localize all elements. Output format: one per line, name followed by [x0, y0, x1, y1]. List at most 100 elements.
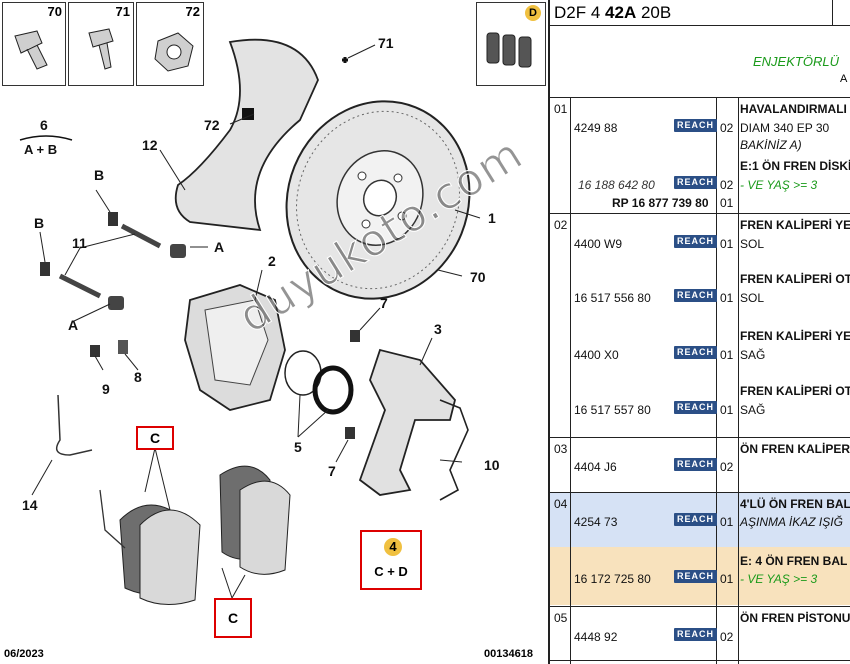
footer-date: 06/2023 — [4, 648, 44, 660]
callout-71: 71 — [378, 35, 394, 51]
wear-sensor[interactable] — [55, 394, 93, 456]
row-01-desc3: BAKİNİZ A) — [740, 138, 802, 152]
group-4-number: 4 — [384, 538, 402, 556]
parts-list-panel: D2F 4 42A 20B ENJEKTÖRLÜ A 01 4249 88 RE… — [548, 0, 850, 664]
brake-pads-set-1[interactable] — [119, 504, 201, 605]
brake-pads-set-2[interactable] — [219, 465, 291, 575]
brake-disc[interactable] — [257, 74, 499, 327]
row-01-code[interactable]: 4249 88 — [574, 121, 618, 135]
row-05-qty: 02 — [720, 630, 734, 644]
reach-badge: REACH — [674, 513, 718, 526]
bleed-cap[interactable] — [90, 345, 100, 357]
caliper-bolt-upper[interactable] — [350, 330, 360, 342]
divider-04 — [550, 492, 850, 493]
row-05-index: 05 — [554, 611, 568, 625]
thumb-part-71[interactable]: 71 — [68, 2, 134, 86]
callout-7-upper: 7 — [380, 295, 388, 311]
divider-01 — [550, 97, 850, 98]
reach-badge: REACH — [674, 628, 718, 641]
row-04a-qty: 01 — [720, 515, 734, 529]
row-04b-code[interactable]: 16 172 725 80 — [574, 572, 651, 586]
row-02b-desc2: SOL — [740, 291, 765, 305]
row-02-index: 02 — [554, 218, 568, 232]
row-01b-title: E:1 ÖN FREN DİSKİ — [740, 159, 850, 173]
row-01c-code[interactable]: RP 16 877 739 80 — [612, 196, 709, 210]
callout-9: 9 — [102, 381, 110, 397]
reach-badge: REACH — [674, 570, 718, 583]
header-divider — [832, 0, 833, 26]
row-05-desc1: ÖN FREN PİSTONU — [740, 611, 850, 625]
row-02a-desc2: SOL — [740, 237, 765, 251]
row-01b-code[interactable]: 16 188 642 80 — [578, 178, 655, 192]
row-04b-desc1: E: 4 ÖN FREN BAL — [740, 554, 848, 568]
thumb-d-label: D — [525, 5, 541, 21]
callout-3: 3 — [434, 321, 442, 337]
reach-badge: REACH — [674, 458, 718, 471]
section-subtitle: A — [840, 73, 848, 85]
callout-11: 11 — [72, 235, 87, 251]
row-01-qty: 02 — [720, 121, 734, 135]
row-02a-qty: 01 — [720, 237, 734, 251]
group-4-box[interactable]: 4 C + D — [360, 530, 422, 590]
row-04b-desc2: - VE YAŞ >= 3 — [740, 572, 818, 586]
pad-group-c-box-2[interactable]: C — [214, 598, 252, 638]
section-title: ENJEKTÖRLÜ — [753, 54, 839, 69]
thumb-70-label: 70 — [47, 4, 62, 19]
divider-end — [550, 660, 850, 661]
row-02c-code[interactable]: 4400 X0 — [574, 348, 619, 362]
leader-lines — [31, 44, 481, 599]
pad-spring-clip[interactable] — [439, 399, 469, 501]
col-rule-1 — [570, 97, 571, 664]
bleed-screw[interactable] — [118, 340, 128, 354]
screw-icon — [88, 28, 114, 70]
caliper-bolt-lower[interactable] — [345, 427, 355, 439]
divider-02 — [550, 213, 850, 214]
callout-5: 5 — [294, 439, 302, 455]
thumb-part-70[interactable]: 70 — [2, 2, 66, 86]
caliper-bracket[interactable] — [358, 348, 456, 496]
row-02c-desc1: FREN KALİPERİ YE — [740, 329, 850, 343]
nut-icon — [154, 32, 194, 72]
row-03-code[interactable]: 4404 J6 — [574, 460, 617, 474]
row-02c-desc2: SAĞ — [740, 348, 766, 362]
callout-2: 2 — [268, 253, 276, 269]
group-4-text: C + D — [374, 564, 408, 579]
callout-1: 1 — [488, 210, 496, 226]
row-01b-condition: - VE YAŞ >= 3 — [740, 178, 818, 192]
reach-badge: REACH — [674, 346, 718, 359]
row-04a-desc1: 4'LÜ ÖN FREN BAL — [740, 497, 850, 511]
col-rule-2 — [716, 97, 717, 664]
divider-05 — [550, 606, 850, 607]
row-02d-qty: 01 — [720, 403, 734, 417]
row-02d-desc2: SAĞ — [740, 403, 766, 417]
group-6-text: A + B — [24, 142, 58, 157]
guide-pin-kit[interactable] — [40, 212, 186, 310]
callout-72: 72 — [204, 117, 220, 133]
reach-badge: REACH — [674, 119, 718, 132]
dust-boot[interactable] — [312, 365, 354, 415]
row-02a-code[interactable]: 4400 W9 — [574, 237, 623, 251]
row-04a-code[interactable]: 4254 73 — [574, 515, 618, 529]
callout-a-left: A — [68, 317, 79, 333]
dust-shield[interactable] — [174, 38, 319, 232]
bolt-icon — [14, 30, 48, 70]
callout-12: 12 — [142, 137, 158, 153]
row-02d-desc1: FREN KALİPERİ OT — [740, 384, 850, 398]
row-05-code[interactable]: 4448 92 — [574, 630, 618, 644]
row-01-desc1: HAVALANDIRMALI — [740, 102, 847, 116]
row-03-desc1: ÖN FREN KALİPER — [740, 442, 850, 456]
row-04-index: 04 — [554, 497, 568, 511]
reach-badge: REACH — [674, 176, 718, 189]
pad-group-c-box-1[interactable]: C — [136, 426, 174, 450]
row-02d-code[interactable]: 16 517 557 80 — [574, 403, 651, 417]
footer-code: 00134618 — [484, 648, 533, 660]
thumb-72-label: 72 — [185, 4, 200, 19]
model-header: D2F 4 42A 20B — [550, 0, 850, 26]
thumb-part-72[interactable]: 72 — [136, 2, 204, 86]
callout-70: 70 — [470, 269, 486, 285]
brake-caliper[interactable] — [184, 284, 286, 411]
thumb-part-d[interactable]: D — [476, 2, 546, 86]
row-02b-code[interactable]: 16 517 556 80 — [574, 291, 651, 305]
group-brace-6 — [19, 135, 73, 141]
callout-7-lower: 7 — [328, 463, 336, 479]
